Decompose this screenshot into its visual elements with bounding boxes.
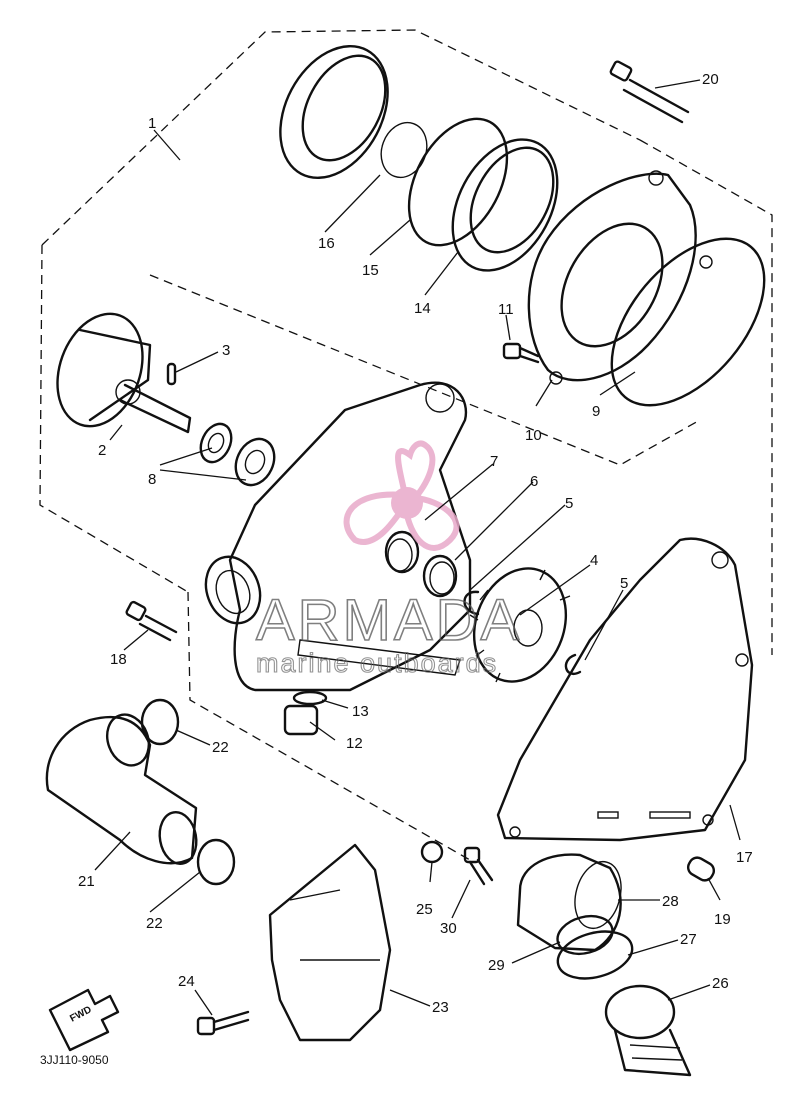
part-25-cap [420,840,444,864]
part-3-pin [166,362,177,386]
part-17-gasket [496,537,754,842]
callout-30: 30 [440,920,457,937]
part-4-gear [469,567,571,683]
callout-8: 8 [148,471,156,488]
callout-17: 17 [736,849,753,866]
callout-3: 3 [222,342,230,359]
watermark-tagline: marine outboards [256,648,498,678]
part-6-7-seals [384,530,458,598]
part-11-bolt [502,342,540,364]
part-13-o-ring [292,690,328,706]
part-9-o-ring [610,237,766,407]
callout-16: 16 [318,235,335,252]
callout-4: 4 [590,552,598,569]
watermark: ARMADA marine outboards [255,440,522,679]
part-18-bolt [125,600,178,642]
callout-22b: 22 [146,915,163,932]
callout-14: 14 [414,300,431,317]
callout-29: 29 [488,957,505,974]
callout-18: 18 [110,651,127,668]
callout-6: 6 [530,473,538,490]
callout-20: 20 [702,71,719,88]
part-5-clip [463,590,582,675]
part-20-bolt [609,60,690,124]
callout-12: 12 [346,735,363,752]
part-19-plug [686,856,716,882]
callout-13: 13 [352,703,369,720]
fwd-arrow-icon: FWD [48,988,120,1052]
callout-9: 9 [592,403,600,420]
callout-23: 23 [432,999,449,1016]
callout-11: 11 [498,301,514,318]
part-28-outlet-housing [516,853,622,952]
callout-24: 24 [178,973,195,990]
callout-26: 26 [712,975,729,992]
part-12-plug [283,704,319,736]
drawing-code: 3JJ110-9050 [40,1053,109,1067]
callout-10: 10 [525,427,542,444]
part-27-o-ring [556,930,634,980]
callout-22a: 22 [212,739,229,756]
callout-5a: 5 [565,495,573,512]
callouts: 1 2 3 4 5 5 6 7 8 9 10 11 12 13 14 15 16… [78,71,753,1016]
part-16-seal [279,45,428,179]
fwd-label: FWD [68,1004,93,1024]
leader-lines [94,79,741,1016]
callout-2: 2 [98,442,106,459]
callout-5b: 5 [620,575,628,592]
part-8-bearings [199,422,276,487]
callout-27: 27 [680,931,697,948]
part-22-o-rings [140,698,236,886]
callout-19: 19 [714,911,731,928]
assembly-boundary [39,29,773,861]
callout-28: 28 [662,893,679,910]
callout-7: 7 [490,453,498,470]
callout-1: 1 [148,115,156,132]
watermark-logo-icon [343,440,460,551]
callout-25: 25 [416,901,433,918]
part-2-impeller-shaft [56,312,192,434]
part-14-ring [451,138,559,272]
part-30-bolt [463,846,494,886]
callout-15: 15 [362,262,379,279]
part-21-pipe [45,713,198,865]
part-23-thermostat-housing [268,843,392,1042]
callout-21: 21 [78,873,95,890]
part-26-thermostat [604,984,692,1077]
part-15-o-ring [407,117,509,247]
part-24-bolt [196,1010,250,1036]
part-10-pump-cover [527,170,713,385]
watermark-brand: ARMADA [256,588,522,653]
